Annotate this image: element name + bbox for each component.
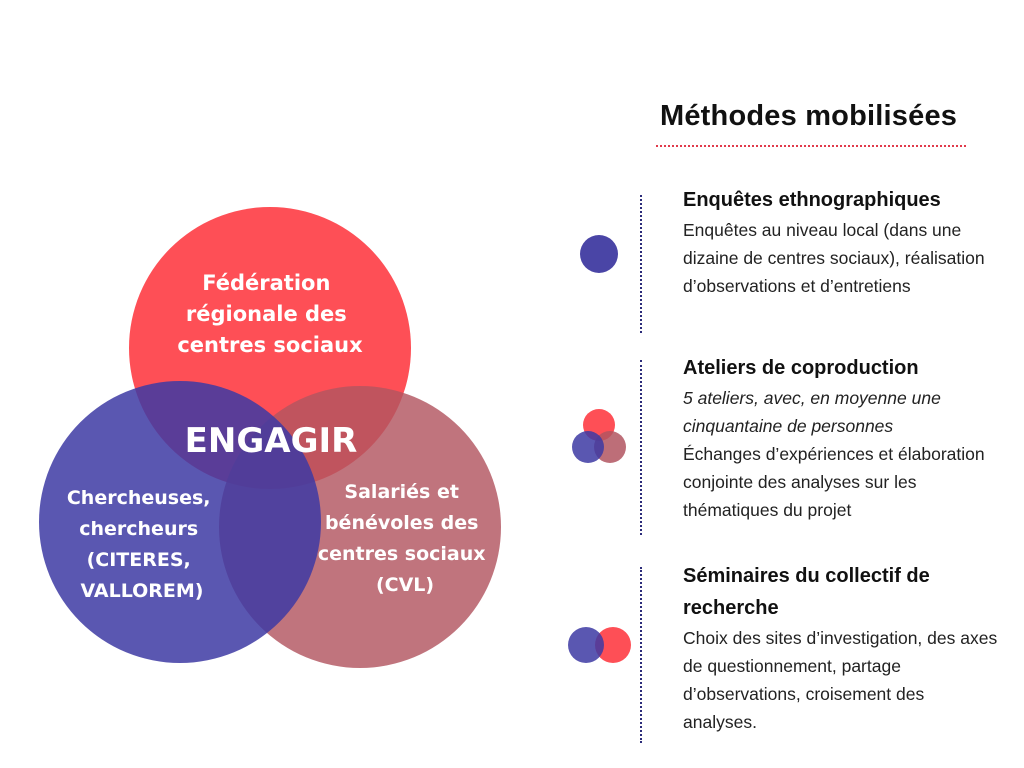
- method-enquetes: Enquêtes ethnographiques Enquêtes au niv…: [683, 184, 1003, 300]
- double-circle-icon: [568, 627, 631, 663]
- label-chercheurs: Chercheuses, chercheurs (CITERES, VALLOR…: [67, 487, 217, 602]
- method-1-divider: [640, 195, 642, 333]
- venn-diagram: Fédération régionale des centres sociaux…: [39, 207, 501, 668]
- method-3-heading: Séminaires du collectif de recherche: [683, 565, 930, 619]
- circle-chercheurs: [39, 381, 321, 663]
- panel-title: Méthodes mobilisées: [660, 100, 958, 132]
- method-2-body: 5 ateliers, avec, en moyenne une cinquan…: [683, 384, 1003, 524]
- method-2-divider: [640, 360, 642, 535]
- label-salaries: Salariés et bénévoles des centres sociau…: [318, 481, 492, 596]
- method-seminaires: Séminaires du collectif de recherche Cho…: [683, 560, 1003, 736]
- triple-circle-icon: [572, 409, 626, 463]
- center-label: ENGAGIR: [185, 421, 358, 461]
- method-3-divider: [640, 567, 642, 743]
- method-2-text: Échanges d’expériences et élaboration co…: [683, 444, 985, 520]
- method-3-body: Choix des sites d’investigation, des axe…: [683, 628, 998, 732]
- method-1-heading: Enquêtes ethnographiques: [683, 189, 941, 211]
- method-ateliers: Ateliers de coproduction 5 ateliers, ave…: [683, 352, 1003, 524]
- method-1-body: Enquêtes au niveau local (dans une dizai…: [683, 220, 985, 296]
- method-2-italic: 5 ateliers, avec, en moyenne une cinquan…: [683, 388, 941, 436]
- single-circle-icon: [580, 235, 618, 273]
- label-federation: Fédération régionale des centres sociaux: [177, 271, 363, 357]
- title-divider: [656, 145, 966, 147]
- method-2-heading: Ateliers de coproduction: [683, 357, 919, 379]
